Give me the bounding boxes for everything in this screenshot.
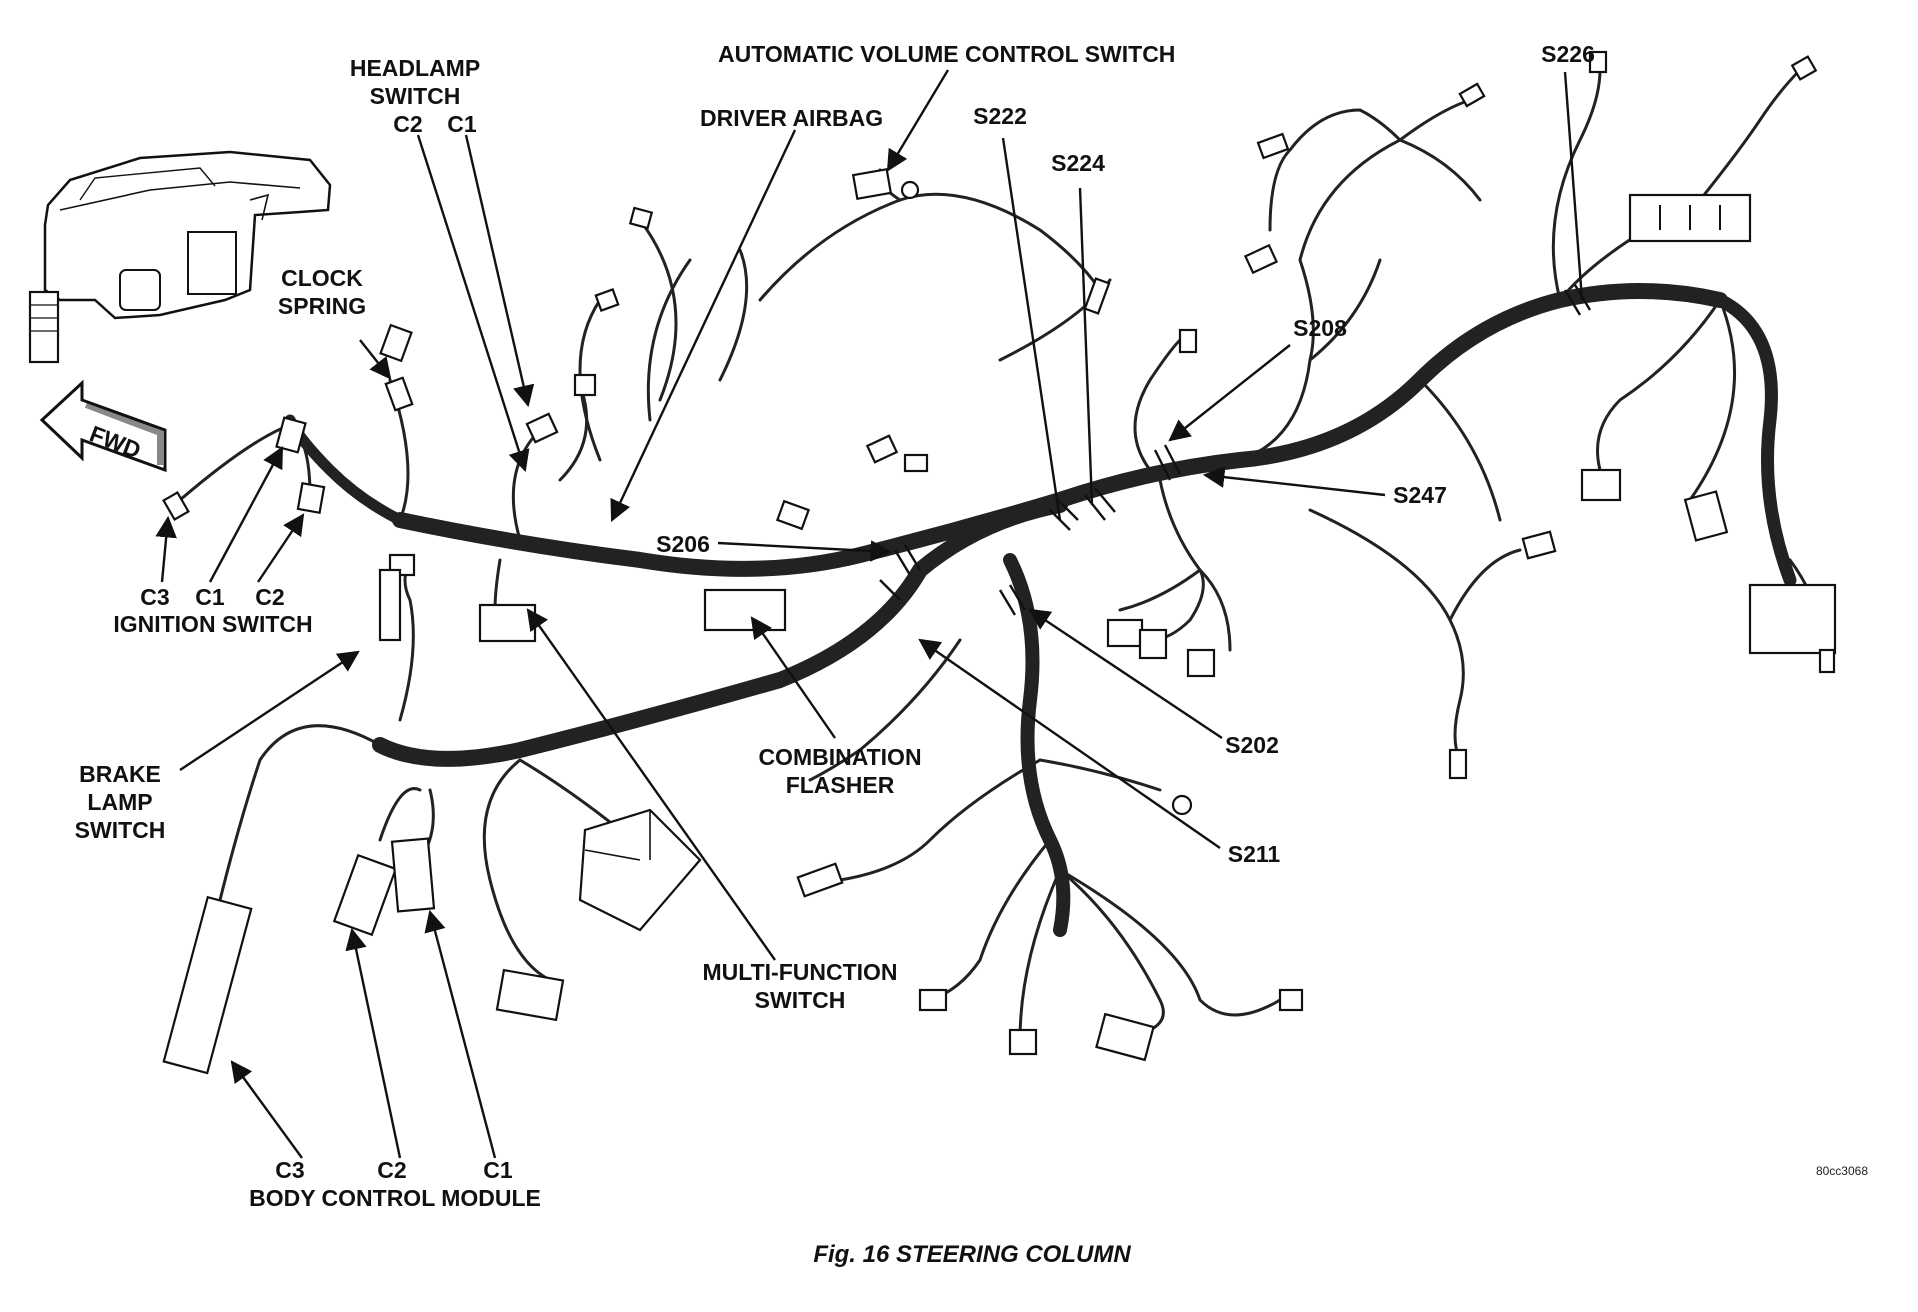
- splice-marks: [879, 284, 1592, 616]
- splice-s202-label: S202: [1225, 732, 1279, 758]
- splice-s247-label: S247: [1393, 482, 1447, 508]
- splice-s224-label: S224: [1051, 150, 1105, 176]
- splice-s222-label: S222: [973, 103, 1027, 129]
- clock-spring-label-line1: CLOCK: [281, 265, 363, 291]
- ignition-switch-c3-label: C3: [140, 584, 169, 610]
- body-control-module-c3-label: C3: [275, 1157, 304, 1183]
- splice-s206-label: S206: [656, 531, 710, 557]
- labels: HEADLAMP SWITCH C2 C1 AUTOMATIC VOLUME C…: [75, 41, 1869, 1268]
- body-control-module-c2-label: C2: [377, 1157, 406, 1183]
- splice-s208-label: S208: [1293, 315, 1347, 341]
- combination-flasher-label-line1: COMBINATION: [758, 744, 921, 770]
- ignition-switch-label: IGNITION SWITCH: [113, 611, 312, 637]
- splice-s226-label: S226: [1541, 41, 1595, 67]
- headlamp-switch-label-line1: HEADLAMP: [350, 55, 480, 81]
- image-code: 80cc3068: [1816, 1164, 1868, 1178]
- headlamp-switch-c2-label: C2: [393, 111, 422, 137]
- brake-lamp-switch-label-line3: SWITCH: [75, 817, 166, 843]
- connectors: [162, 50, 1837, 1075]
- combination-flasher-label-line2: FLASHER: [786, 772, 895, 798]
- ignition-switch-c1-label: C1: [195, 584, 225, 610]
- automatic-volume-control-switch-label: AUTOMATIC VOLUME CONTROL SWITCH: [718, 41, 1175, 67]
- headlamp-switch-label-line2: SWITCH: [370, 83, 461, 109]
- brake-lamp-switch-label-line1: BRAKE: [79, 761, 161, 787]
- multi-function-switch-label-line1: MULTI-FUNCTION: [702, 959, 897, 985]
- figure-caption: Fig. 16 STEERING COLUMN: [813, 1241, 1131, 1268]
- clock-spring-label-line2: SPRING: [278, 293, 366, 319]
- leader-lines: [155, 69, 1584, 1159]
- brake-lamp-switch-label-line2: LAMP: [87, 789, 152, 815]
- forward-arrow: FWD: [39, 379, 167, 473]
- multi-function-switch-label-line2: SWITCH: [755, 987, 846, 1013]
- ignition-switch-c2-label: C2: [255, 584, 284, 610]
- driver-airbag-label: DRIVER AIRBAG: [700, 105, 883, 131]
- headlamp-switch-c1-label: C1: [447, 111, 477, 137]
- instrument-panel-sketch: [28, 150, 332, 364]
- body-control-module-label: BODY CONTROL MODULE: [249, 1185, 541, 1211]
- body-control-module-c1-label: C1: [483, 1157, 513, 1183]
- splice-s211-label: S211: [1228, 841, 1281, 867]
